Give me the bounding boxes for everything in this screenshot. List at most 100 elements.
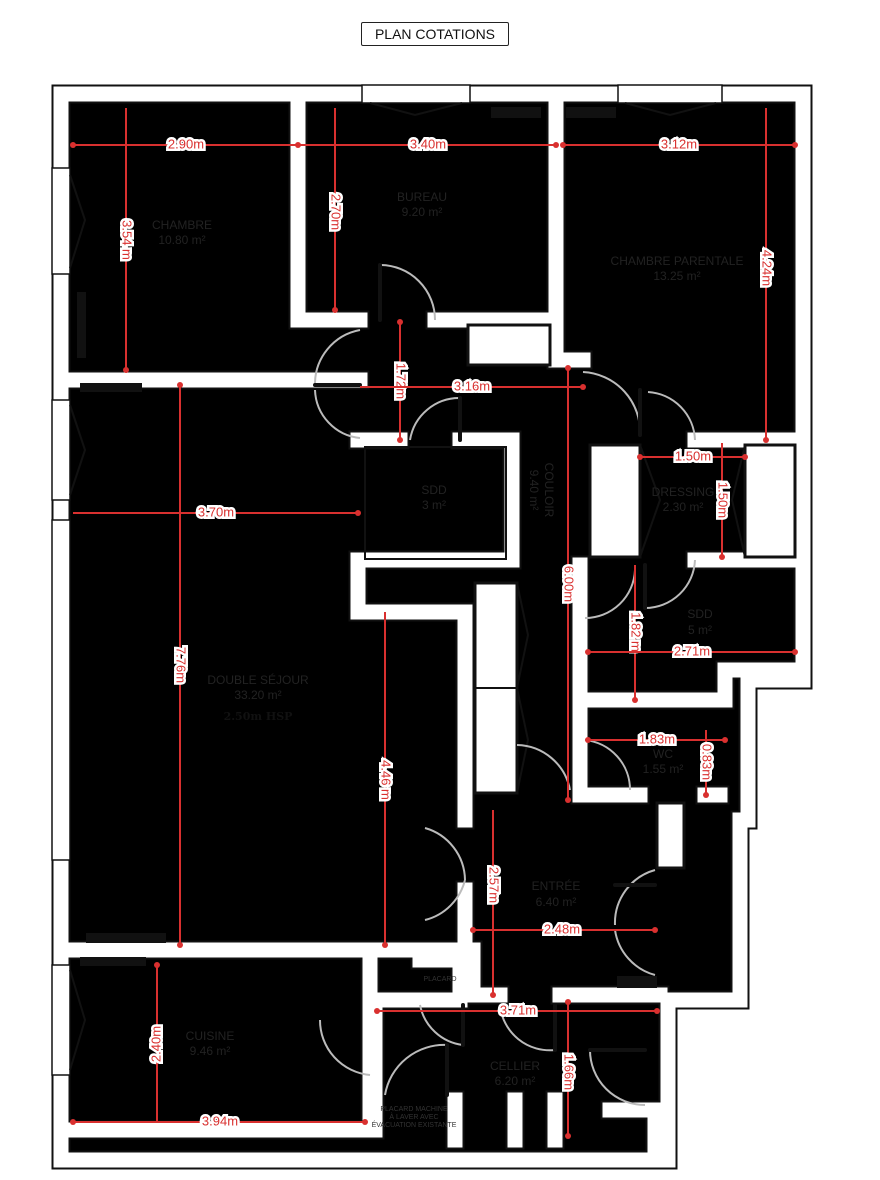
dimension-line: 2.70m	[326, 108, 346, 313]
ceiling-height: 2.50m HSP	[224, 710, 293, 723]
svg-text:1.50m: 1.50m	[716, 482, 731, 518]
machine-label: À LAVER AVEC	[389, 1112, 438, 1121]
svg-text:2.57m: 2.57m	[487, 867, 502, 903]
dimension-line: 2.71m	[585, 641, 798, 661]
radiator	[80, 383, 142, 392]
svg-text:CHAMBRE PARENTALE: CHAMBRE PARENTALE	[611, 254, 744, 268]
windows	[51, 84, 723, 1076]
dimension-line: 1.72m	[391, 319, 411, 443]
svg-text:3 m²: 3 m²	[422, 498, 446, 512]
svg-text:CHAMBRE: CHAMBRE	[152, 218, 212, 232]
svg-text:1.66m: 1.66m	[562, 1054, 577, 1090]
window	[51, 167, 71, 275]
dimension-line: 3.94m	[70, 1111, 368, 1131]
svg-text:BUREAU: BUREAU	[397, 190, 447, 204]
window	[51, 519, 71, 861]
svg-text:6.00m: 6.00m	[562, 566, 577, 602]
dimension-line: 4.24m	[757, 108, 777, 443]
svg-text:2.30 m²: 2.30 m²	[663, 500, 704, 514]
radiator	[77, 292, 86, 358]
radiator	[617, 976, 657, 988]
svg-text:2.48m: 2.48m	[544, 921, 580, 936]
window	[361, 84, 471, 104]
dimension-line: 6.00m	[559, 365, 579, 803]
dimension-line: 7.76m	[171, 382, 191, 948]
svg-text:33.20 m²: 33.20 m²	[234, 688, 281, 702]
svg-text:9.20 m²: 9.20 m²	[402, 205, 443, 219]
svg-text:5 m²: 5 m²	[688, 623, 712, 637]
svg-text:COULOIR: COULOIR	[542, 463, 556, 518]
svg-text:3.71m: 3.71m	[500, 1002, 536, 1017]
room-entree: ENTRÉE 6.40 m²	[532, 878, 581, 909]
dimensions: 2.90m 3.40m 3.12m 3.54 m 2.70m 4.24m 1.7…	[70, 108, 798, 1139]
window	[617, 84, 723, 104]
svg-text:2.71m: 2.71m	[674, 643, 710, 658]
dimension-line: 2.48m	[470, 919, 658, 939]
doors	[313, 263, 696, 1106]
svg-text:3.16m: 3.16m	[454, 378, 490, 393]
svg-text:WC: WC	[653, 747, 673, 761]
dimension-line: 1.82 m	[626, 565, 646, 703]
svg-text:9.46 m²: 9.46 m²	[190, 1044, 231, 1058]
svg-text:1.83m: 1.83m	[639, 731, 675, 746]
svg-text:ENTRÉE: ENTRÉE	[532, 878, 581, 893]
dimension-line: 3.70m	[73, 502, 361, 522]
dimension-line: 3.54 m	[117, 108, 137, 373]
svg-text:1.82 m: 1.82 m	[629, 612, 644, 652]
dimension-line: 4.46 m	[376, 612, 396, 948]
svg-text:3.12m: 3.12m	[661, 136, 697, 151]
dimension-line: 3.12m	[560, 134, 798, 154]
svg-text:DRESSING: DRESSING	[652, 485, 715, 499]
svg-text:13.25 m²: 13.25 m²	[653, 269, 700, 283]
dimension-line: 2.40m	[146, 962, 166, 1122]
dimension-line: 1.66m	[559, 999, 579, 1139]
svg-text:2.70m: 2.70m	[329, 194, 344, 230]
room-wc: WC1.55 m²	[643, 747, 684, 776]
svg-text:6.40 m²: 6.40 m²	[536, 895, 577, 909]
machine-label: ÉVACUATION EXISTANTE	[372, 1120, 457, 1129]
plan-title: PLAN COTATIONS	[361, 22, 509, 46]
svg-text:2.90m: 2.90m	[168, 136, 204, 151]
svg-text:2.40m: 2.40m	[148, 1026, 163, 1062]
radiator	[491, 107, 541, 118]
svg-text:SDD: SDD	[687, 607, 713, 621]
svg-text:9.40 m²: 9.40 m²	[527, 470, 541, 511]
svg-text:1.50m: 1.50m	[675, 448, 711, 463]
dimension-line: 1.50m	[713, 443, 733, 560]
dimension-line: 3.16m	[360, 376, 586, 396]
dimension-line: 3.40m	[298, 134, 559, 154]
dimension-line: 1.50m	[637, 446, 748, 466]
radiator	[566, 107, 616, 118]
walls	[61, 94, 803, 1160]
svg-text:6.20 m²: 6.20 m²	[495, 1074, 536, 1088]
svg-text:3.40m: 3.40m	[410, 136, 446, 151]
svg-text:3.54 m: 3.54 m	[120, 220, 135, 260]
svg-text:3.70m: 3.70m	[198, 504, 234, 519]
dimension-line: 1.83m	[585, 729, 728, 749]
svg-text:4.46 m: 4.46 m	[379, 760, 394, 800]
svg-text:1.55 m²: 1.55 m²	[643, 762, 684, 776]
svg-text:CELLIER: CELLIER	[490, 1059, 540, 1073]
dimension-line: 2.57m	[484, 810, 504, 998]
radiators	[77, 107, 657, 988]
dimension-line: 3.71m	[374, 1000, 660, 1020]
svg-text:1.72m: 1.72m	[394, 363, 409, 399]
svg-text:10.80 m²: 10.80 m²	[158, 233, 205, 247]
dimension-line: 2.90m	[70, 134, 301, 154]
placard-label: PLACARD	[423, 976, 456, 983]
svg-text:4.24m: 4.24m	[760, 250, 775, 286]
closets	[466, 323, 797, 870]
radiator	[86, 933, 166, 943]
machine-label: PLACARD MACHINE	[380, 1106, 448, 1113]
window	[51, 399, 71, 501]
svg-text:SDD: SDD	[421, 483, 447, 497]
